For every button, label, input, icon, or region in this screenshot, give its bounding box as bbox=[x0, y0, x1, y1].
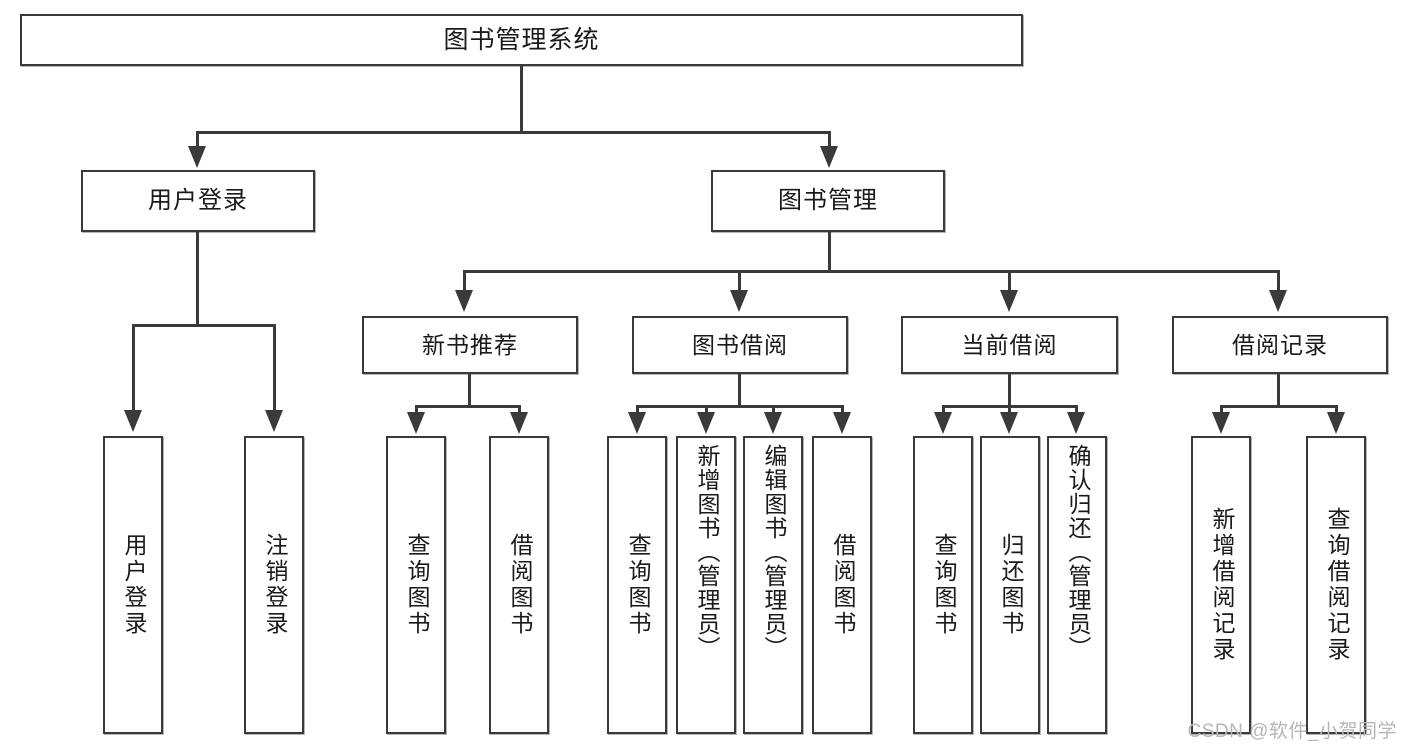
leaf-label: 用户登录 bbox=[120, 533, 147, 637]
leaf-query-book-borrow[interactable]: 查询图书 bbox=[607, 436, 667, 734]
arrow-current-borrow-leaf-2 bbox=[1000, 412, 1018, 434]
arrow-bm-to-new-book bbox=[455, 290, 473, 312]
arrow-current-borrow-leaf-3 bbox=[1067, 412, 1085, 434]
connector-bm-to-book-borrow bbox=[738, 270, 741, 292]
connector-borrow-record-stem bbox=[1277, 374, 1280, 406]
arrow-root-to-user-login bbox=[188, 146, 206, 168]
connector-user-login-left-drop bbox=[132, 324, 135, 412]
arrow-bm-to-book-borrow bbox=[730, 290, 748, 312]
connector-root-to-book-management bbox=[828, 131, 831, 149]
leaf-label: 新增图书（管理员） bbox=[693, 444, 720, 660]
connector-borrow-record-bus bbox=[1220, 405, 1338, 408]
connector-current-borrow-stem bbox=[1008, 374, 1011, 406]
leaf-label: 借阅图书 bbox=[506, 533, 533, 637]
arrow-bm-to-borrow-record bbox=[1269, 290, 1287, 312]
leaf-return-book[interactable]: 归还图书 bbox=[980, 436, 1040, 734]
leaf-query-book-current[interactable]: 查询图书 bbox=[913, 436, 973, 734]
node-user-login[interactable]: 用户登录 bbox=[81, 170, 315, 232]
arrow-bm-to-current-borrow bbox=[1000, 290, 1018, 312]
arrow-user-login-leaf-2 bbox=[265, 410, 283, 432]
leaf-user-login[interactable]: 用户登录 bbox=[103, 436, 163, 734]
leaf-add-book-admin[interactable]: 新增图书（管理员） bbox=[676, 436, 736, 734]
connector-current-borrow-drop-1 bbox=[942, 405, 945, 415]
leaf-label: 新增借阅记录 bbox=[1208, 507, 1235, 663]
connector-bm-to-current-borrow bbox=[1008, 270, 1011, 292]
node-label: 用户登录 bbox=[148, 187, 248, 215]
connector-new-book-stem bbox=[468, 374, 471, 406]
connector-user-login-right-drop bbox=[273, 324, 276, 412]
watermark: CSDN @软件_小贺同学 bbox=[1187, 721, 1397, 742]
arrow-book-borrow-leaf-2 bbox=[697, 412, 715, 434]
connector-new-book-bus bbox=[415, 405, 521, 408]
node-new-book-recommend[interactable]: 新书推荐 bbox=[362, 316, 578, 374]
leaf-borrow-book-new[interactable]: 借阅图书 bbox=[489, 436, 549, 734]
connector-borrow-record-drop-2 bbox=[1335, 405, 1338, 415]
connector-new-book-drop-2 bbox=[518, 405, 521, 415]
leaf-confirm-return-admin[interactable]: 确认归还（管理员） bbox=[1047, 436, 1107, 734]
arrow-borrow-record-leaf-2 bbox=[1327, 412, 1345, 434]
node-label: 当前借阅 bbox=[961, 331, 1058, 358]
leaf-label: 归还图书 bbox=[997, 533, 1024, 637]
connector-book-borrow-bus bbox=[636, 405, 844, 408]
arrow-current-borrow-leaf-1 bbox=[934, 412, 952, 434]
leaf-query-book-new[interactable]: 查询图书 bbox=[386, 436, 446, 734]
node-label: 图书管理 bbox=[778, 187, 878, 215]
connector-book-borrow-drop-2 bbox=[705, 405, 708, 415]
leaf-label: 查询图书 bbox=[930, 533, 957, 637]
arrow-book-borrow-leaf-1 bbox=[628, 412, 646, 434]
node-root-book-management-system[interactable]: 图书管理系统 bbox=[20, 14, 1023, 66]
connector-root-stem bbox=[520, 66, 523, 132]
connector-book-borrow-drop-1 bbox=[636, 405, 639, 415]
node-book-borrow[interactable]: 图书借阅 bbox=[632, 316, 848, 374]
leaf-label: 查询借阅记录 bbox=[1323, 507, 1350, 663]
connector-borrow-record-drop-1 bbox=[1220, 405, 1223, 415]
arrow-book-borrow-leaf-3 bbox=[764, 412, 782, 434]
leaf-label: 查询图书 bbox=[624, 533, 651, 637]
node-label: 新书推荐 bbox=[422, 331, 518, 358]
node-book-management[interactable]: 图书管理 bbox=[711, 170, 945, 232]
node-borrow-record[interactable]: 借阅记录 bbox=[1172, 316, 1388, 374]
node-label: 借阅记录 bbox=[1232, 331, 1328, 358]
arrow-new-book-leaf-1 bbox=[407, 412, 425, 434]
leaf-logout-login[interactable]: 注销登录 bbox=[244, 436, 304, 734]
leaf-add-borrow-record[interactable]: 新增借阅记录 bbox=[1191, 436, 1251, 734]
node-label: 图书借阅 bbox=[692, 331, 788, 358]
connector-bm-to-new-book bbox=[463, 270, 466, 292]
connector-current-borrow-drop-2 bbox=[1008, 405, 1011, 415]
leaf-label: 借阅图书 bbox=[829, 533, 856, 637]
arrow-user-login-leaf-1 bbox=[124, 410, 142, 432]
node-current-borrow[interactable]: 当前借阅 bbox=[901, 316, 1118, 374]
leaf-edit-book-admin[interactable]: 编辑图书（管理员） bbox=[743, 436, 803, 734]
connector-book-management-bus bbox=[463, 270, 1279, 273]
connector-bm-to-borrow-record bbox=[1277, 270, 1280, 292]
connector-user-login-bus bbox=[132, 324, 276, 327]
arrow-new-book-leaf-2 bbox=[510, 412, 528, 434]
connector-book-borrow-drop-3 bbox=[772, 405, 775, 415]
connector-book-borrow-drop-4 bbox=[841, 405, 844, 415]
connector-new-book-drop-1 bbox=[415, 405, 418, 415]
leaf-label: 注销登录 bbox=[261, 533, 288, 637]
connector-book-management-stem bbox=[828, 232, 831, 271]
connector-root-to-user-login bbox=[196, 131, 199, 149]
arrow-root-to-book-management bbox=[820, 146, 838, 168]
leaf-label: 编辑图书（管理员） bbox=[760, 444, 787, 660]
arrow-borrow-record-leaf-1 bbox=[1212, 412, 1230, 434]
leaf-label: 确认归还（管理员） bbox=[1064, 444, 1091, 660]
leaf-query-borrow-record[interactable]: 查询借阅记录 bbox=[1306, 436, 1366, 734]
node-label: 图书管理系统 bbox=[443, 25, 600, 54]
connector-book-borrow-stem bbox=[738, 374, 741, 406]
connector-current-borrow-drop-3 bbox=[1075, 405, 1078, 415]
connector-root-bus bbox=[196, 131, 831, 134]
leaf-label: 查询图书 bbox=[403, 533, 430, 637]
connector-user-login-stem bbox=[196, 232, 199, 325]
arrow-book-borrow-leaf-4 bbox=[833, 412, 851, 434]
leaf-borrow-book[interactable]: 借阅图书 bbox=[812, 436, 872, 734]
